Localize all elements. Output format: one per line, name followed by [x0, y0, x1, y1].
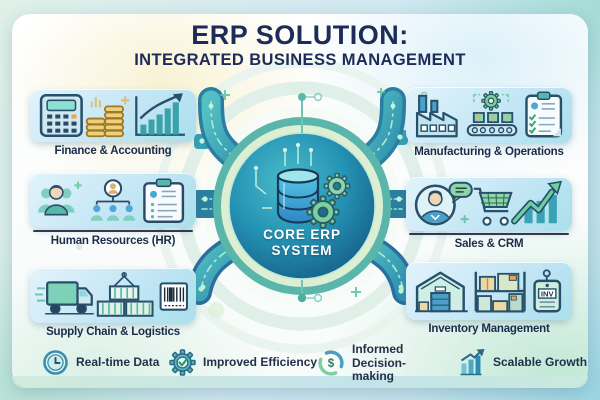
hr-box: [30, 173, 196, 228]
inventory-box: INV: [406, 262, 572, 320]
inventory-icons: INV: [415, 269, 562, 313]
gear-small-icon: [323, 172, 351, 200]
clock-icon: [43, 350, 68, 375]
core-erp-line1: CORE ERP: [263, 227, 341, 242]
dollar-symbol: $: [328, 358, 335, 370]
org-chart-icon: [90, 179, 136, 221]
finance-icons: [39, 93, 185, 138]
legend-decision-label: Informed Decision-making: [352, 342, 407, 383]
customer-avatar-icon: [414, 181, 473, 226]
factory-icon: [415, 91, 458, 138]
growth-arrow-icon: [511, 180, 563, 225]
truck-icon: [35, 281, 94, 315]
gear-large-icon: [306, 195, 340, 229]
supply-box: [30, 268, 196, 323]
page-subtitle: INTEGRATED BUSINESS MANAGEMENT: [134, 51, 466, 69]
module-supply-chain: Supply Chain & Logistics: [30, 268, 196, 338]
coins-icon: [85, 96, 130, 138]
module-inventory: INV Inventory Management: [406, 262, 572, 335]
title-block: ERP SOLUTION: INTEGRATED BUSINESS MANAGE…: [0, 20, 600, 70]
hr-label: Human Resources (HR): [50, 235, 176, 247]
conveyor-gear-icon: [466, 91, 518, 137]
supply-label: Supply Chain & Logistics: [46, 326, 180, 338]
containers-icon: [96, 271, 154, 317]
legend-efficiency-label: Improved Efficiency: [203, 354, 318, 369]
supply-icons: [35, 271, 188, 317]
sales-underline: [409, 233, 569, 235]
module-finance: Finance & Accounting: [30, 89, 196, 157]
hub-circuit-lines: [255, 147, 312, 209]
page-title: ERP SOLUTION:: [191, 20, 409, 50]
legend-growth-label: Scalable Growth: [493, 354, 588, 369]
sales-label: Sales & CRM: [454, 238, 524, 250]
hr-icons: [38, 178, 185, 223]
checklist-clipboard-icon: [525, 91, 563, 138]
legend-efficiency: Improved Efficiency: [169, 349, 317, 376]
sales-icons: [414, 180, 563, 226]
shelves-icon: [474, 271, 526, 313]
legend-realtime-label: Real-time Data: [76, 354, 160, 369]
module-manufacturing: Manufacturing & Operations: [406, 87, 572, 158]
calculator-icon: [39, 93, 83, 138]
shopping-cart-icon: [473, 187, 513, 226]
people-group-icon: [38, 181, 82, 216]
hub-circuit-dots: [254, 143, 313, 170]
manufacturing-label: Manufacturing & Operations: [414, 146, 564, 158]
sales-box: [406, 177, 572, 231]
module-hr: Human Resources (HR): [30, 173, 196, 247]
gear-check-icon: [169, 349, 196, 376]
core-erp-line2: SYSTEM: [271, 243, 333, 258]
hub-antenna-top: [298, 92, 323, 133]
legend-realtime: Real-time Data: [42, 349, 159, 376]
inv-tag-text: INV: [541, 289, 554, 298]
legend-decision: $ Informed Decision-making: [317, 342, 448, 384]
module-sales: Sales & CRM: [406, 177, 572, 250]
finance-box: [30, 89, 196, 142]
barcode-icon: [159, 282, 188, 311]
dollar-cycle-icon: $: [318, 350, 344, 376]
warehouse-icon: [415, 271, 468, 313]
inv-tag-icon: INV: [533, 269, 562, 313]
inventory-label: Inventory Management: [428, 323, 550, 335]
growth-chart-icon: [460, 349, 485, 376]
hr-clipboard-icon: [143, 178, 185, 223]
manufacturing-box: [406, 87, 572, 143]
hr-underline: [33, 230, 193, 232]
bar-chart-up-icon: [135, 93, 185, 136]
hub-antenna-bottom: [297, 280, 323, 303]
decorative-sparkles: [76, 88, 385, 318]
manufacturing-icons: [415, 91, 563, 138]
core-erp-label: CORE ERP SYSTEM: [232, 227, 372, 259]
legend-growth: Scalable Growth: [459, 349, 587, 376]
finance-label: Finance & Accounting: [54, 145, 172, 157]
